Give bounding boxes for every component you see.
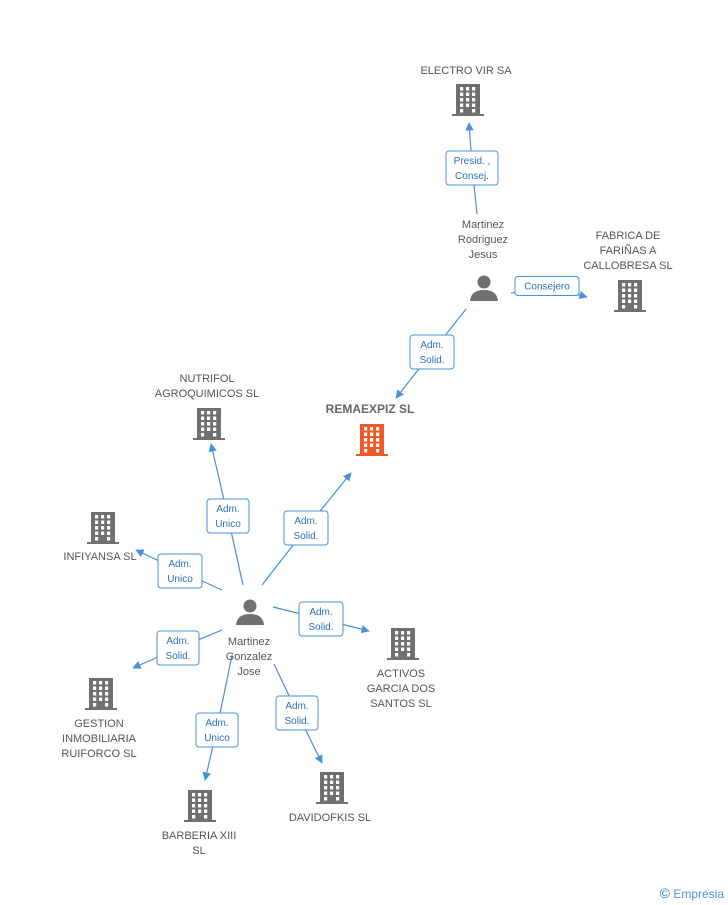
edge-label-text: Adm.: [168, 559, 191, 570]
person-icon[interactable]: [236, 599, 264, 626]
edge-label-text: Solid.: [308, 622, 333, 633]
company-label-remaexpiz[interactable]: REMAEXPIZ SL: [325, 402, 415, 416]
company-icon[interactable]: [452, 84, 484, 116]
company-icon[interactable]: [387, 628, 419, 660]
edge-label-text: Solid.: [293, 531, 318, 542]
company-icon[interactable]: [87, 512, 119, 544]
edge-label-text: Unico: [204, 733, 230, 744]
edge-label-box[interactable]: [156, 630, 200, 666]
person-label-mgj[interactable]: Martinez Gonzalez Jose: [225, 636, 273, 678]
edge-label-text: Adm.: [216, 504, 239, 515]
edge-label-text: Adm.: [205, 718, 228, 729]
company-icon[interactable]: [85, 678, 117, 710]
edge-label-text: Solid.: [165, 651, 190, 662]
brand-name: Empresia: [673, 887, 724, 901]
main-company-icon[interactable]: [356, 424, 388, 456]
company-icon[interactable]: [193, 408, 225, 440]
edge-label-text: Consej.: [455, 171, 489, 182]
edge-label-box[interactable]: [445, 150, 499, 186]
edge-label-box[interactable]: [157, 553, 203, 589]
edge-label-box[interactable]: [514, 276, 580, 296]
company-label-davidofkis[interactable]: DAVIDOFKIS SL: [288, 812, 372, 824]
brand-logo[interactable]: © Empresia: [660, 885, 724, 901]
person-label-mrj[interactable]: Martinez Rodriguez Jesus: [457, 219, 509, 261]
company-label-infiyansa[interactable]: INFIYANSA SL: [63, 551, 137, 563]
edge-label-text: Solid.: [419, 355, 444, 366]
edge-label-box[interactable]: [409, 334, 455, 370]
company-icon[interactable]: [184, 790, 216, 822]
edge-label-text: Unico: [215, 519, 241, 530]
edge-label-box[interactable]: [275, 695, 319, 731]
edge-label-box[interactable]: [283, 510, 329, 546]
company-label-gestion[interactable]: GESTION INMOBILIARIA RUIFORCO SL: [61, 718, 137, 760]
edge-label-text: Adm.: [294, 516, 317, 527]
edge-label-text: Adm.: [309, 607, 332, 618]
company-label-nutrifol[interactable]: NUTRIFOL AGROQUIMICOS SL: [154, 373, 260, 400]
edge-label-text: Adm.: [420, 340, 443, 351]
company-label-fabrica[interactable]: FABRICA DE FARIÑAS A CALLOBRESA SL: [583, 230, 673, 272]
edge-label-box[interactable]: [298, 601, 344, 637]
edge-label-text: Adm.: [285, 701, 308, 712]
company-icon[interactable]: [316, 772, 348, 804]
person-icon[interactable]: [470, 275, 498, 302]
company-label-activos[interactable]: ACTIVOS GARCIA DOS SANTOS SL: [366, 668, 436, 710]
company-icon[interactable]: [614, 280, 646, 312]
edge-label-text: Adm.: [166, 636, 189, 647]
edge-label-text: Presid. ,: [454, 156, 491, 167]
edge-label-box[interactable]: [195, 712, 239, 748]
company-label-electrovir[interactable]: ELECTRO VIR SA: [420, 65, 512, 77]
edge-label-text: Unico: [167, 574, 193, 585]
edge-label-box[interactable]: [206, 498, 250, 534]
edge-label-text: Consejero: [524, 282, 570, 293]
copyright-icon: ©: [659, 885, 670, 901]
edge-label-text: Solid.: [284, 716, 309, 727]
company-label-barberia[interactable]: BARBERIA XIII SL: [161, 830, 237, 857]
